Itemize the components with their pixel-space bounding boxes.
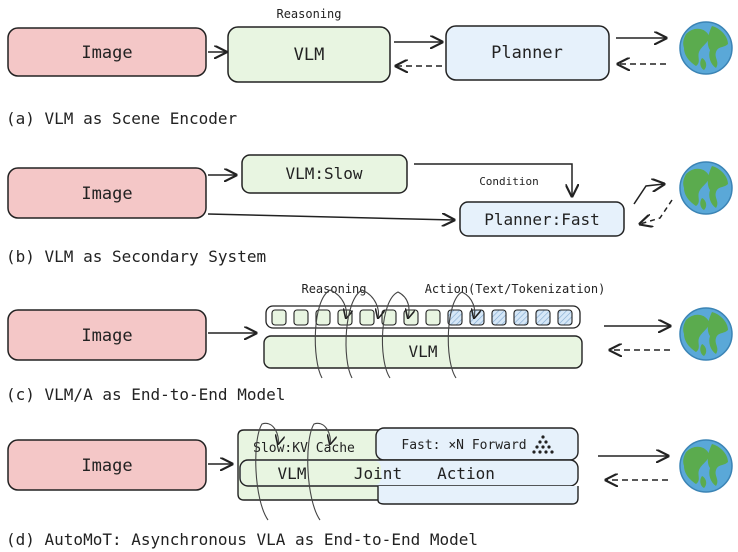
image-box xyxy=(7,27,207,77)
panel-b: Image VLM:Slow Condition Planner:Fast (b… xyxy=(6,154,733,266)
action-token xyxy=(491,309,507,326)
action-token xyxy=(535,309,551,326)
image-label: Image xyxy=(81,43,132,63)
image-label: Image xyxy=(81,456,132,476)
reasoning-token xyxy=(293,309,309,326)
reasoning-token xyxy=(271,309,287,326)
vlm-box xyxy=(227,26,391,83)
vlm-slow-box xyxy=(241,154,408,194)
panel-a: Image VLM Reasoning Planner (a) VLM as S… xyxy=(6,7,733,128)
panel-d: Image Slow:KV Cache Fast: ×N Forward VLM… xyxy=(6,422,733,549)
reasoning-token xyxy=(359,309,375,326)
action-token xyxy=(557,309,573,326)
globe-icon xyxy=(679,439,733,493)
vlm-label: VLM xyxy=(294,45,325,65)
caption-d: (d) AutoMoT: Asynchronous VLA as End-to-… xyxy=(6,530,478,549)
image-label: Image xyxy=(81,184,132,204)
vlm-label: VLM xyxy=(409,342,438,361)
reasoning-label: Reasoning xyxy=(301,282,366,296)
vlm-slow-label: VLM:Slow xyxy=(285,164,362,183)
vlm-label: VLM xyxy=(278,464,307,483)
action-token xyxy=(447,309,463,326)
action-token xyxy=(513,309,529,326)
globe-icon xyxy=(679,161,733,215)
planner-label: Planner xyxy=(491,43,563,63)
action-stream-tail xyxy=(377,486,579,505)
arrow-fast-to-world xyxy=(633,184,664,205)
action-token xyxy=(469,309,485,326)
slow-kv-cache-label: Slow:KV Cache xyxy=(253,441,355,456)
planner-box xyxy=(445,25,610,81)
dotted-triangle-icon xyxy=(532,435,554,454)
arrow-world-to-fast-dashed xyxy=(640,199,673,224)
image-box xyxy=(7,167,207,219)
vlm-bar xyxy=(263,335,583,369)
planner-fast-box xyxy=(459,201,625,237)
reasoning-token xyxy=(315,309,331,326)
joint-label: Joint xyxy=(354,464,402,483)
reasoning-token xyxy=(403,309,419,326)
globe-icon xyxy=(679,307,733,361)
reasoning-annotation: Reasoning xyxy=(276,7,341,21)
kv-cache-loops xyxy=(255,422,331,521)
planner-fast-label: Planner:Fast xyxy=(484,210,600,229)
action-label: Action xyxy=(437,464,495,483)
autoregressive-loops xyxy=(314,289,474,379)
arrow-slow-to-fast xyxy=(414,163,572,196)
action-label: Action(Text/Tokenization) xyxy=(425,282,606,296)
joint-bar-vlm-segment xyxy=(241,461,381,485)
token-strip xyxy=(265,305,581,329)
caption-a: (a) VLM as Scene Encoder xyxy=(6,109,238,128)
reasoning-token xyxy=(425,309,441,326)
image-box xyxy=(7,309,207,361)
image-box xyxy=(7,439,207,491)
fast-forward-label: Fast: ×N Forward xyxy=(401,438,526,453)
caption-c: (c) VLM/A as End-to-End Model xyxy=(6,385,285,404)
caption-b: (b) VLM as Secondary System xyxy=(6,247,266,266)
panel-c: Image Reasoning Action(Text/Tokenization… xyxy=(6,282,733,404)
condition-annotation: Condition xyxy=(479,175,539,188)
arrow-image-to-fast xyxy=(207,214,454,220)
globe-icon xyxy=(679,21,733,75)
image-label: Image xyxy=(81,326,132,346)
